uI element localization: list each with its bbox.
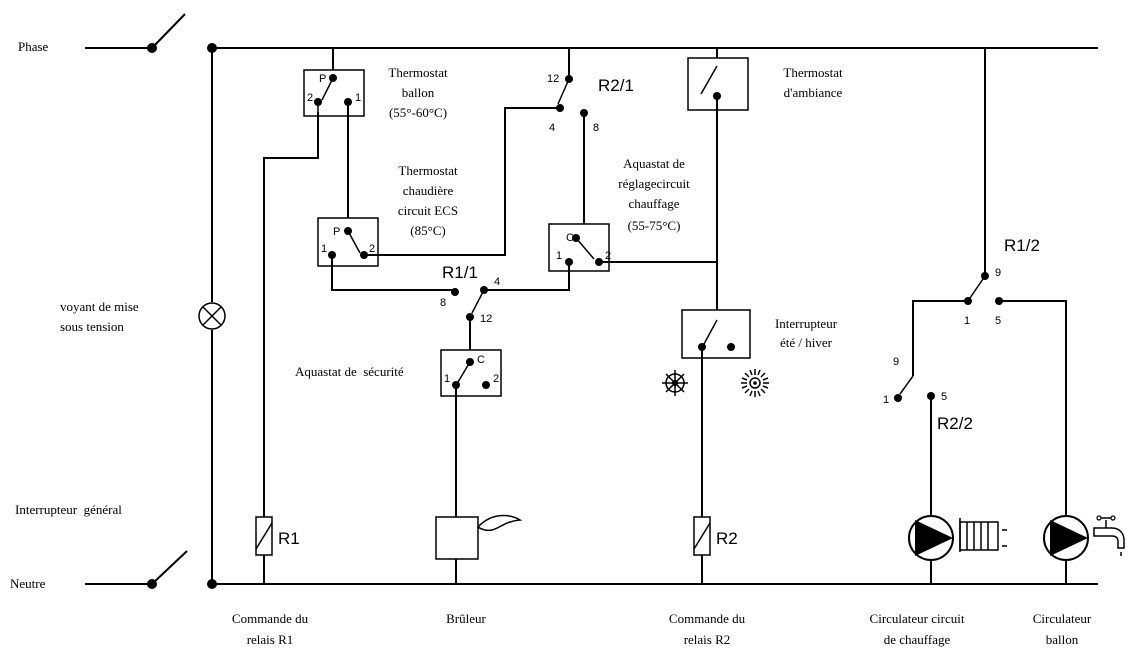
thermostat-ballon-label-3: (55°-60°C): [389, 105, 447, 120]
thermostat-chaudiere-label-3: circuit ECS: [398, 203, 458, 218]
summer-winter-switch-label-1: Interrupteur: [775, 316, 838, 331]
aquastat-securite-label: Aquastat de sécurité: [295, 364, 404, 379]
label-circulateur-ballon-1: Circulateur: [1033, 611, 1092, 626]
relay-r1-1-name: R1/1: [442, 263, 478, 282]
label-circulateur-chauffage-2: de chauffage: [884, 632, 951, 647]
thermostat-ballon-label-2: ballon: [402, 85, 435, 100]
thermostat-ballon: [303, 48, 365, 225]
label-bruleur: Brûleur: [446, 611, 486, 626]
relay-r2-1-pin-12: 12: [547, 73, 559, 85]
relay-r2-2-name: R2/2: [937, 414, 973, 433]
coil-r1-branch: [255, 112, 319, 584]
relay-r2-2-pin-5: 5: [941, 391, 947, 403]
thermostat-chaudiere: [317, 107, 560, 291]
relay-r1-2-pin-9: 9: [995, 267, 1001, 279]
relay-r2-1: [556, 48, 588, 227]
indicator-lamp-label-1: voyant de mise: [60, 299, 139, 314]
indicator-lamp: [198, 48, 226, 584]
aquastat-securite: [440, 349, 502, 517]
aquastat-reglage: [484, 223, 717, 291]
circulator-tank-pump: [1043, 515, 1089, 584]
indicator-lamp-label-2: sous tension: [60, 319, 124, 334]
thermostat-ambiance-label-2: d'ambiance: [784, 85, 843, 100]
thermostat-ballon-pin-2: 2: [307, 92, 313, 104]
phase-rail: [85, 13, 1098, 53]
aquastat-reglage-label-4: (55-75°C): [628, 218, 681, 233]
relay-r2-1-pin-8: 8: [593, 122, 599, 134]
phase-label: Phase: [18, 39, 49, 54]
thermostat-chaudiere-label-4: (85°C): [410, 223, 446, 238]
relay-r1-2: [912, 48, 1067, 517]
radiator-icon: [959, 518, 1007, 552]
burner: [435, 514, 523, 584]
aquastat-reglage-pin-1: 1: [556, 250, 562, 262]
aquastat-reglage-pin-c: C: [566, 232, 574, 244]
relay-r2-1-pin-4: 4: [549, 122, 555, 134]
relay-r1-1-pin-8: 8: [440, 297, 446, 309]
summer-winter-switch-label-2: été / hiver: [780, 335, 833, 350]
relay-r2-2-pin-1: 1: [883, 394, 889, 406]
relay-r1-2-name: R1/2: [1004, 236, 1040, 255]
relay-r2-2: [894, 344, 935, 517]
relay-r1-2-pin-1: 1: [964, 315, 970, 327]
relay-r2-1-name: R2/1: [598, 76, 634, 95]
relay-r1-2-pin-5: 5: [995, 315, 1001, 327]
label-commande-r1-2: relais R1: [247, 632, 294, 647]
thermostat-ballon-label-1: Thermostat: [388, 65, 448, 80]
label-circulateur-ballon-2: ballon: [1046, 632, 1079, 647]
relay-r1-1-pin-4: 4: [494, 276, 500, 288]
aquastat-securite-pin-2: 2: [493, 373, 499, 385]
relay-r2-2-pin-9: 9: [893, 356, 899, 368]
label-circulateur-chauffage-1: Circulateur circuit: [870, 611, 965, 626]
thermostat-ambiance: [687, 48, 749, 320]
label-commande-r2-1: Commande du: [669, 611, 746, 626]
thermostat-chaudiere-pin-2: 2: [369, 243, 375, 255]
aquastat-reglage-label-1: Aquastat de: [623, 156, 685, 171]
coil-r1-label: R1: [278, 529, 300, 548]
summer-winter-switch: [681, 309, 751, 517]
thermostat-chaudiere-pin-1: 1: [321, 243, 327, 255]
main-switch-label: Interrupteur général: [15, 502, 122, 517]
aquastat-reglage-label-2: réglagecircuit: [618, 176, 690, 191]
coil-r2: [693, 516, 711, 584]
label-commande-r1-1: Commande du: [232, 611, 309, 626]
neutre-label: Neutre: [10, 576, 46, 591]
aquastat-reglage-label-3: chauffage: [628, 196, 679, 211]
aquastat-reglage-pin-2: 2: [605, 250, 611, 262]
aquastat-securite-pin-c: C: [477, 354, 485, 366]
snowflake-icon: [662, 370, 688, 396]
circulator-heating-pump: [908, 515, 954, 584]
coil-r2-label: R2: [716, 529, 738, 548]
thermostat-ambiance-label-1: Thermostat: [783, 65, 843, 80]
thermostat-chaudiere-pin-p: P: [333, 226, 340, 238]
faucet-icon: [1093, 515, 1125, 556]
relay-r1-1-pin-12: 12: [480, 313, 492, 325]
label-commande-r2-2: relais R2: [684, 632, 731, 647]
neutral-rail: [85, 550, 1098, 589]
thermostat-ballon-pin-1: 1: [355, 92, 361, 104]
thermostat-chaudiere-label-2: chaudière: [403, 183, 454, 198]
aquastat-securite-pin-1: 1: [444, 373, 450, 385]
thermostat-chaudiere-label-1: Thermostat: [398, 163, 458, 178]
sun-icon: [741, 369, 769, 397]
thermostat-ballon-pin-p: P: [319, 73, 326, 85]
